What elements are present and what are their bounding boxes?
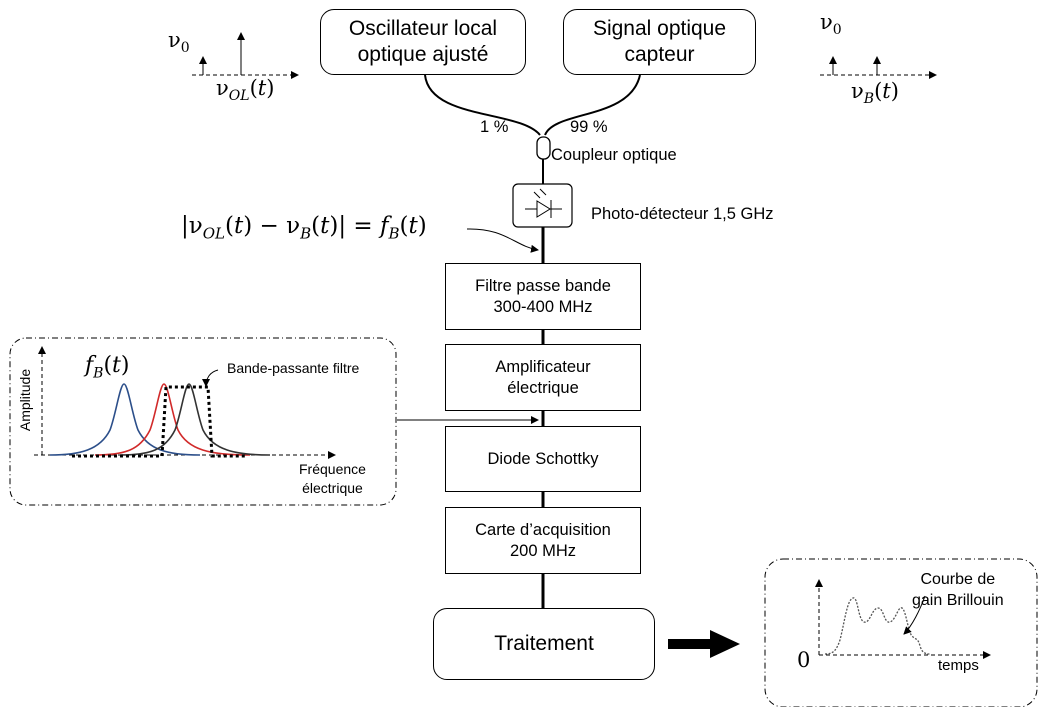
gain-label: Courbe de gain Brillouin	[912, 570, 1004, 612]
fiber-left	[424, 74, 541, 136]
photodiode-icon	[525, 188, 562, 218]
bandpass-filter-line1: Filtre passe bande	[475, 276, 611, 295]
right-nu-b: νB(t)	[851, 79, 899, 108]
local-oscillator-box: Oscillateur local optique ajusté	[320, 9, 526, 75]
local-oscillator-line2: optique ajusté	[357, 43, 489, 66]
sensor-signal-line2: capteur	[624, 43, 695, 66]
acquisition-box: Carte d’acquisition 200 MHz	[445, 507, 641, 574]
sensor-signal-line1: Signal optique	[592, 16, 727, 40]
gain-inset-frame	[764, 558, 1038, 707]
curve-blue	[49, 383, 201, 456]
gain-label-line1: Courbe de	[920, 571, 996, 588]
inset-freq-line2: électrique	[302, 479, 363, 496]
gain-label-line2: gain Brillouin	[912, 591, 1004, 609]
coupler-right-ratio: 99 %	[570, 118, 608, 136]
gain-time-label: temps	[938, 657, 979, 674]
processing-box: Traitement	[433, 608, 655, 680]
schottky-label: Diode Schottky	[487, 449, 599, 468]
inset-freq-line1: Fréquence	[299, 461, 366, 477]
photodetector-label: Photo-détecteur 1,5 GHz	[591, 205, 774, 223]
inset-band-label: Bande-passante filtre	[227, 360, 360, 376]
gain-curve	[824, 597, 931, 655]
acquisition-line1: Carte d’acquisition	[475, 520, 611, 539]
curve-black	[119, 383, 271, 456]
coupler-label: Coupleur optique	[551, 146, 677, 164]
gain-origin: 0	[797, 648, 811, 672]
bandpass-filter-box: Filtre passe bande 300-400 MHz	[445, 263, 641, 330]
inset-fb-label: fB(t)	[85, 353, 130, 382]
band-label-pointer	[202, 369, 219, 387]
left-nu0: ν0	[168, 28, 190, 57]
inset-freq-label: Fréquence électrique	[299, 460, 366, 498]
schottky-box: Diode Schottky	[445, 426, 641, 492]
coupler-shape	[536, 136, 551, 160]
filter-inset-frame	[9, 337, 397, 506]
fiber-right	[544, 74, 641, 136]
coupler-left-ratio: 1 %	[480, 118, 509, 136]
left-spectrum	[192, 32, 299, 79]
right-spectrum	[820, 56, 937, 79]
acquisition-line2: 200 MHz	[509, 541, 577, 560]
filter-band	[72, 385, 245, 458]
right-nu0: ν0	[820, 10, 842, 39]
bandpass-filter-line2: 300-400 MHz	[493, 297, 593, 316]
curve-red	[94, 383, 251, 456]
local-oscillator-line1: Oscillateur local	[348, 16, 498, 40]
left-nu-ol: νOL(t)	[216, 76, 275, 105]
beat-equation: |νOL(t) − νB(t)| = fB(t)	[181, 213, 427, 243]
amplifier-line2: électrique	[507, 378, 579, 397]
amplifier-line1: Amplificateur	[495, 357, 591, 376]
sensor-signal-box: Signal optique capteur	[563, 9, 756, 75]
inset-amplitude-label: Amplitude	[17, 368, 34, 432]
equation-pointer	[466, 228, 539, 253]
output-arrow-head	[710, 630, 740, 658]
amplifier-box: Amplificateur électrique	[445, 344, 641, 411]
processing-label: Traitement	[494, 631, 594, 655]
gain-label-pointer	[903, 595, 926, 635]
